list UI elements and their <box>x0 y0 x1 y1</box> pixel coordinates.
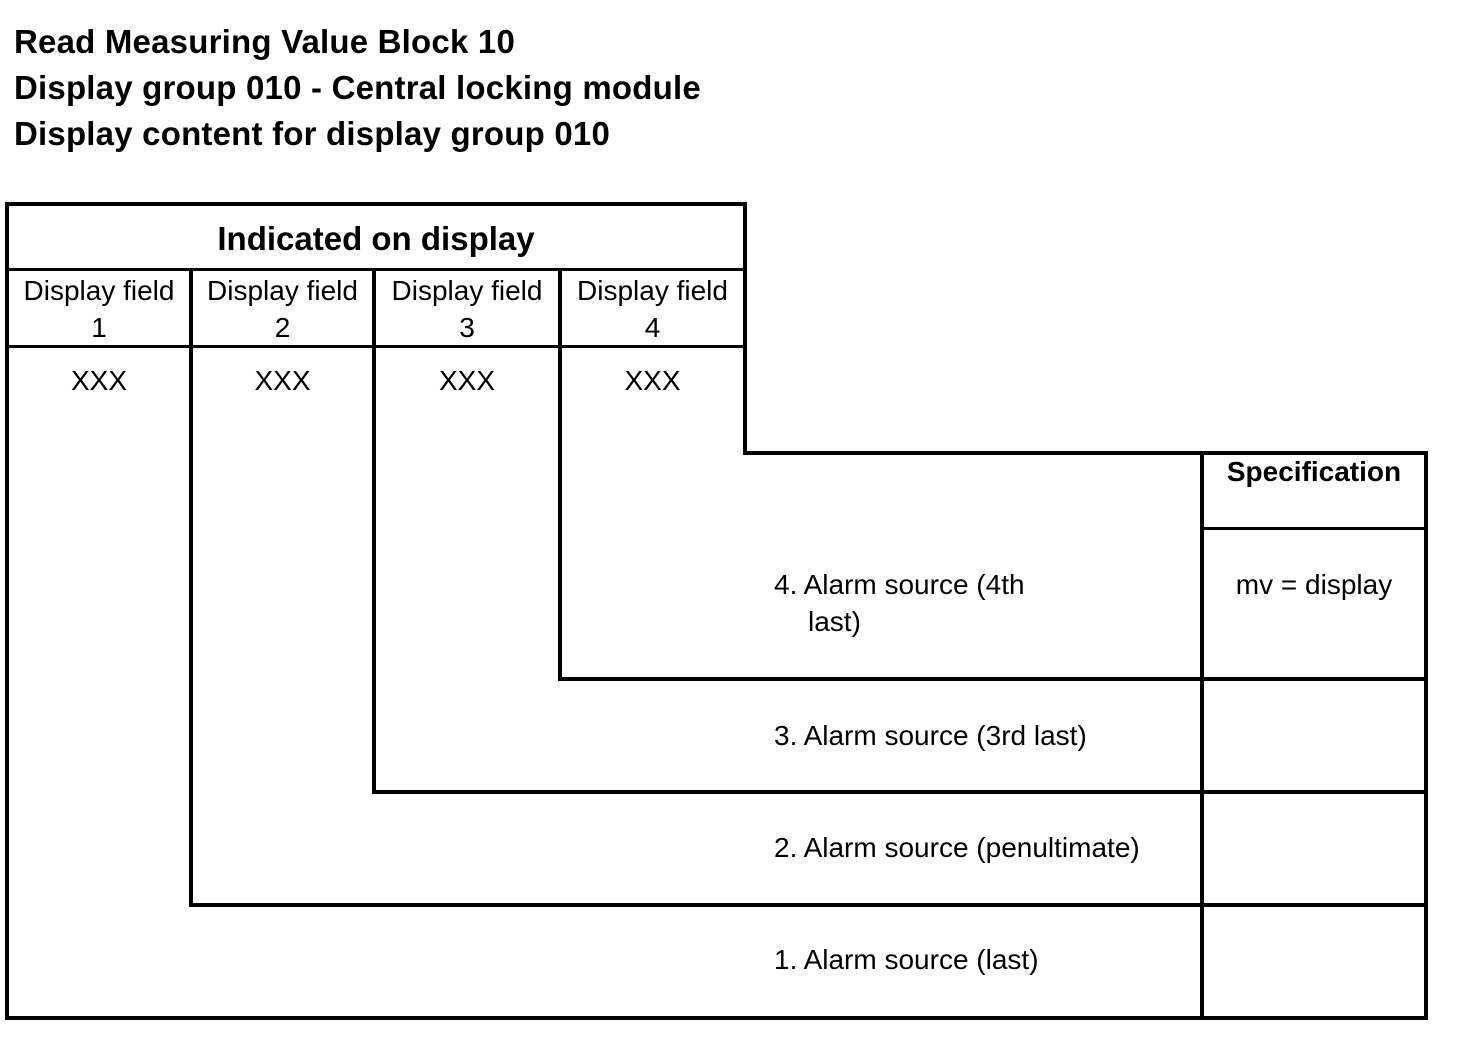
border-step-top <box>743 451 1428 455</box>
row-separator-3 <box>372 790 1428 794</box>
specification-divider <box>1200 451 1204 1020</box>
row-4-label-line-2: last) <box>808 606 861 637</box>
field-header-2: Display field <box>207 275 358 306</box>
field-value-4: XXX <box>624 365 681 396</box>
title-line-3: Display content for display group 010 <box>14 115 611 152</box>
field-divider-2 <box>372 268 376 794</box>
field-number-4: 4 <box>644 312 661 343</box>
field-header-3: Display field <box>391 275 543 306</box>
title-line-2: Display group 010 - Central locking modu… <box>14 69 701 106</box>
caption-separator <box>5 268 747 271</box>
field-value-1: XXX <box>70 365 128 396</box>
field-header-separator <box>5 345 747 348</box>
field-value-2: XXX <box>254 365 311 396</box>
row-separator-4 <box>558 677 1428 681</box>
border-top <box>5 202 747 206</box>
row-4-label-line-1: 4. Alarm source (4th <box>774 569 1025 600</box>
field-value-3: XXX <box>438 365 496 396</box>
title-line-1: Read Measuring Value Block 10 <box>14 23 515 60</box>
row-4-specification: mv = display <box>1235 569 1393 600</box>
row-separator-2 <box>189 903 1428 907</box>
row-2-label: 2. Alarm source (penultimate) <box>774 832 1140 863</box>
border-bottom <box>5 1016 1428 1020</box>
field-divider-3 <box>558 268 562 681</box>
field-header-1: Display field <box>23 275 175 306</box>
field-number-3: 3 <box>459 312 475 343</box>
row-1-label: 1. Alarm source (last) <box>774 944 1039 975</box>
specification-header-separator <box>1200 527 1428 530</box>
field-number-2: 2 <box>274 312 291 343</box>
table-caption: Indicated on display <box>217 220 535 257</box>
specification-header: Specification <box>1226 456 1402 487</box>
border-left <box>5 202 9 1020</box>
border-right <box>1424 451 1428 1020</box>
field-number-1: 1 <box>91 312 107 343</box>
field-divider-1 <box>189 268 193 907</box>
field-header-4: Display field <box>577 275 728 306</box>
row-3-label: 3. Alarm source (3rd last) <box>774 720 1087 751</box>
border-upper-right <box>743 202 747 455</box>
